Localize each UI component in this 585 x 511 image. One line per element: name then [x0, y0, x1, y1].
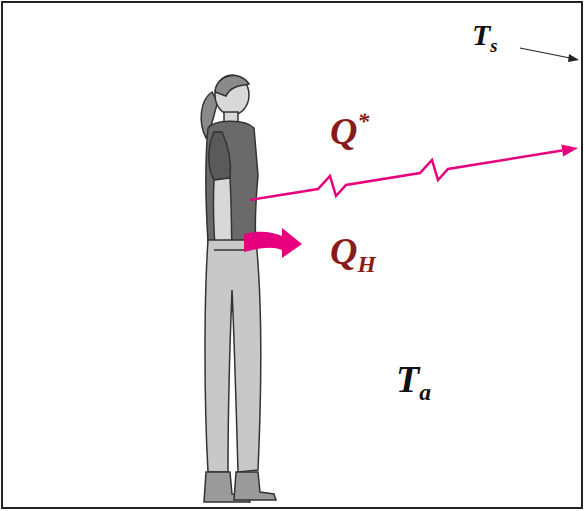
symbol-superscript: * — [357, 108, 369, 134]
radiation-arrow — [250, 151, 562, 201]
symbol-label: Q* — [330, 110, 369, 150]
leader-line — [520, 48, 570, 58]
arrowhead — [568, 54, 579, 62]
symbol-label: QH — [330, 232, 376, 277]
symbol-label: Ta — [396, 360, 431, 405]
symbol-main: Q — [330, 110, 357, 152]
symbol-subscript: s — [490, 35, 497, 56]
symbol-main: Q — [330, 230, 357, 272]
arrowhead — [561, 145, 578, 157]
convection-arrow — [244, 228, 302, 258]
symbol-main: T — [396, 358, 419, 400]
symbol-subscript: H — [357, 251, 375, 277]
person-figure — [201, 75, 276, 502]
symbol-main: T — [472, 18, 490, 51]
symbol-subscript: a — [419, 379, 431, 405]
symbol-label: Ts — [472, 20, 498, 55]
